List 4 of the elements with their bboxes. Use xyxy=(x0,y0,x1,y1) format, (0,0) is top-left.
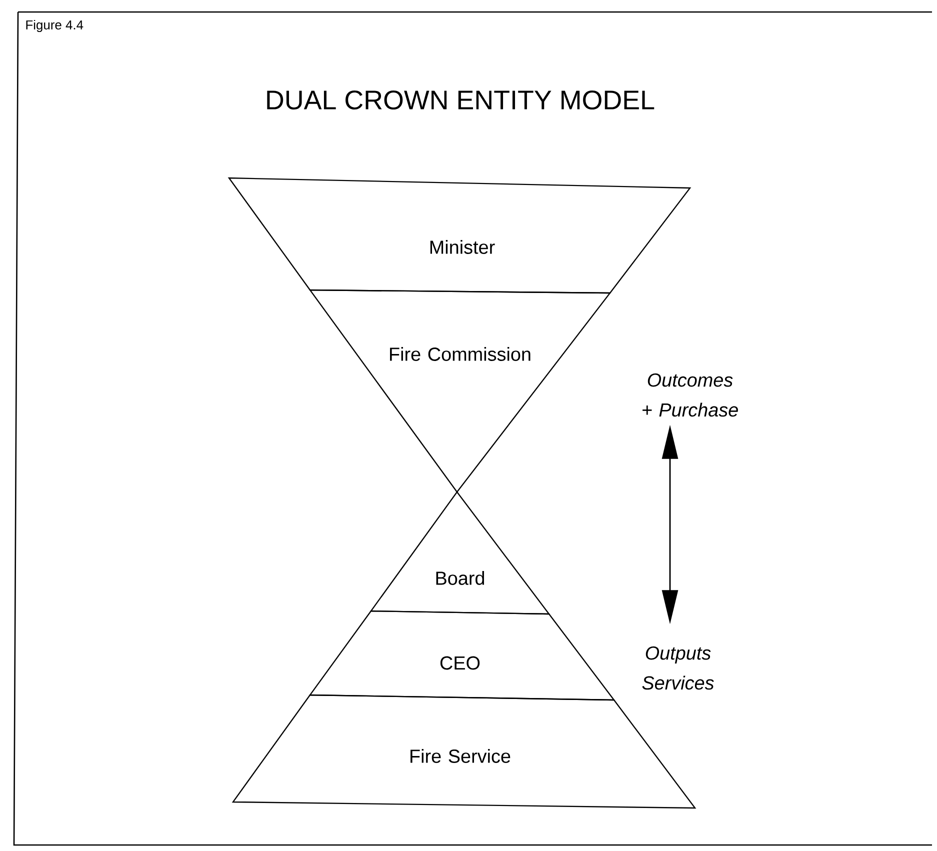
title: DUAL CROWN ENTITY MODEL xyxy=(267,90,654,110)
text-label: Outcomes + Purchase xyxy=(642,373,738,417)
figure-number: Figure 4.4 xyxy=(26,20,84,32)
text-label: Outputs Services xyxy=(642,646,714,690)
